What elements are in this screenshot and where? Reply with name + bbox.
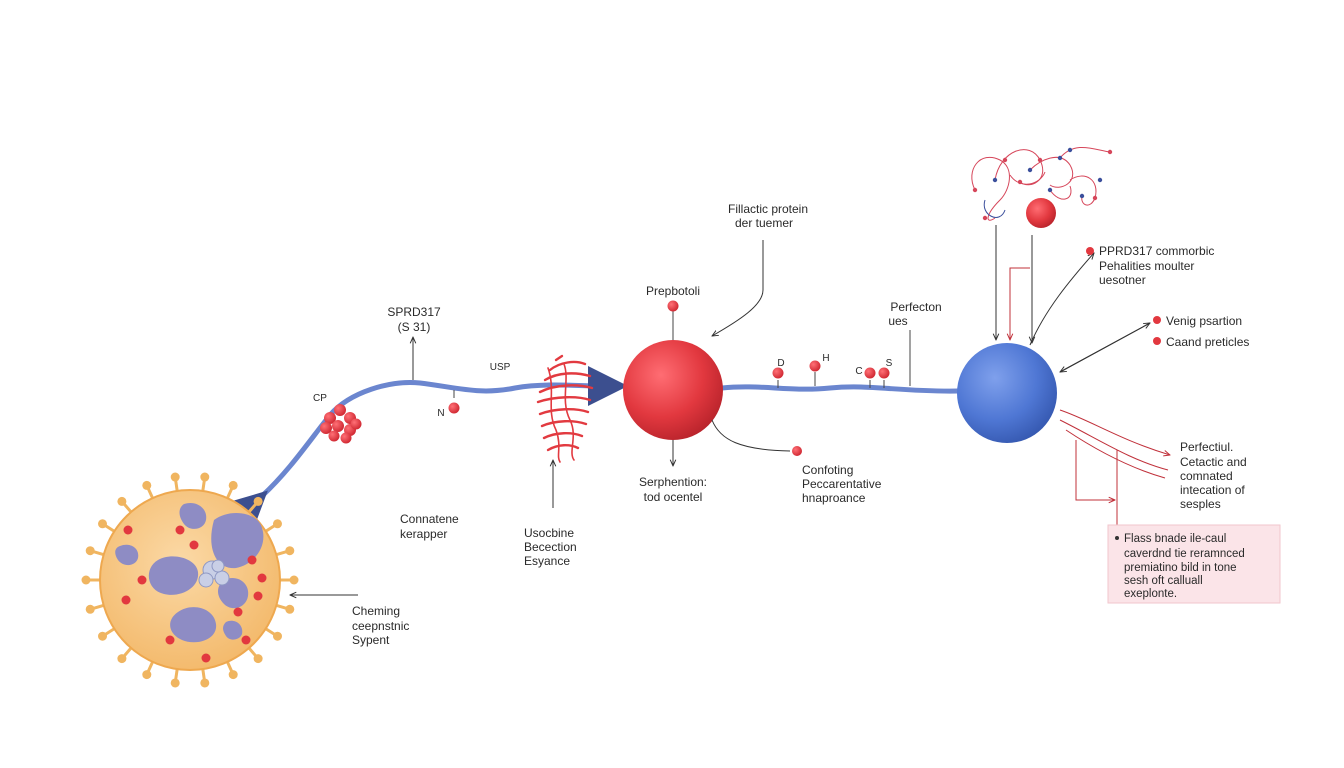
cell-spike-tip [272,519,282,529]
cell-spike-tip [253,496,263,506]
label-h: H [822,353,829,364]
cell-spike-tip [85,604,95,614]
label-cheming-1: Cheming [352,604,400,618]
cell-spike-tip [285,604,295,614]
nucleolus [198,559,230,588]
legend-1-line-3: uesotner [1099,273,1146,287]
pin-lower [792,446,802,456]
note-line-3: premiatino bild in tone [1124,562,1237,574]
cell-spike-tip [228,480,238,490]
label-serphention-1: Serphention: [639,475,707,489]
cell-spike-tip [98,631,108,641]
label-fillactic-1: Fillactic protein [728,202,808,216]
label-usocbine-1: Usocbine [524,526,574,540]
cell-spike-tip [81,575,91,585]
cell-spike-tip [98,519,108,529]
cell-spike-tip [170,678,180,688]
red-sphere [623,340,723,440]
pin-n [448,402,460,414]
label-confoting-2: Peccarentative [802,477,882,491]
note-line-2: caverdnd tie reramnced [1124,548,1245,560]
main-strand [224,366,961,533]
legend-3: Caand preticles [1166,335,1249,349]
legend-bullet-2 [1153,316,1161,324]
leader-lines [290,225,1150,595]
strand-pins [448,300,911,456]
cell-spike-tip [272,631,282,641]
label-usp: USP [490,362,511,373]
label-d: D [777,358,784,369]
label-serphention-2: tod ocentel [644,490,703,504]
blue-sphere [957,343,1057,443]
cell-spike-tip [85,546,95,556]
label-connatene-2: kerapper [400,527,447,541]
label-cheming-3: Sypent [352,633,390,647]
note-line-1: Flass bnade ile-caul [1124,533,1226,545]
legend-1-line-1: PPRD317 commorbic [1099,244,1214,258]
legend-1-line-2: Pehalities moulter [1099,259,1194,273]
label-confoting-1: Confoting [802,463,853,477]
legend-2: Venig psartion [1166,314,1242,328]
label-perfectiul-3: comnated [1180,469,1233,483]
label-confoting-3: hnaproance [802,491,866,505]
red-helix-filament [536,354,594,463]
label-perfectiul-5: sesples [1180,497,1221,511]
cp-red-cluster [320,404,362,444]
label-n: N [437,408,444,419]
labels: SPRD317 (S 31) CP USP N Fillactic protei… [313,202,1249,647]
label-perfecton-2: ues [888,314,907,328]
cell-spike-tip [142,670,152,680]
cell-spike-tip [289,575,299,585]
label-prepbotoli: Prepbotoli [646,284,700,298]
cell-spike-tip [142,480,152,490]
label-fillactic-2: der tuemer [735,216,793,230]
cell-spike-tip [170,472,180,482]
cell-spike-tip [117,496,127,506]
cell-spike-tip [285,546,295,556]
label-perfectiul-4: intecation of [1180,483,1245,497]
red-leader-lines [1010,267,1170,525]
label-cheming-2: ceepnstnic [352,619,409,633]
label-sprd-sub: (S 31) [398,320,431,334]
cell-spike-tip [200,678,210,688]
note-line-4: sesh oft calluall [1124,575,1203,587]
cell-spike-tip [117,654,127,664]
pin-h [809,360,821,372]
label-usocbine-2: Becection [524,540,577,554]
legend-bullet-3 [1153,337,1161,345]
cell-red-granules [121,525,267,663]
label-usocbine-3: Esyance [524,554,570,568]
label-cp: CP [313,393,327,404]
label-sprd317: SPRD317 [387,305,441,319]
pin-prepbotoli [667,300,679,312]
label-c: C [855,366,862,377]
cell-spike-tip [228,670,238,680]
pin-d [772,367,784,379]
small-red-sphere [1026,198,1056,228]
filament-nodes [972,147,1113,221]
legend-bullet-1 [1086,247,1094,255]
pin-c [864,367,876,379]
pin-s [878,367,890,379]
label-perfectiul-1: Perfectiul. [1180,440,1233,454]
label-perfectiul-2: Cetactic and [1180,455,1247,469]
nucleus-fragments [115,502,264,643]
label-connatene-1: Connatene [400,512,459,526]
label-s: S [886,358,893,369]
cell-spike-tip [253,654,263,664]
cell [81,472,299,688]
cell-spike-tip [200,472,210,482]
note-box: Flass bnade ile-caul caverdnd tie reramn… [1107,524,1281,604]
label-perfecton-1: Perfecton [890,300,941,314]
note-line-5: exeplonte. [1124,588,1177,600]
